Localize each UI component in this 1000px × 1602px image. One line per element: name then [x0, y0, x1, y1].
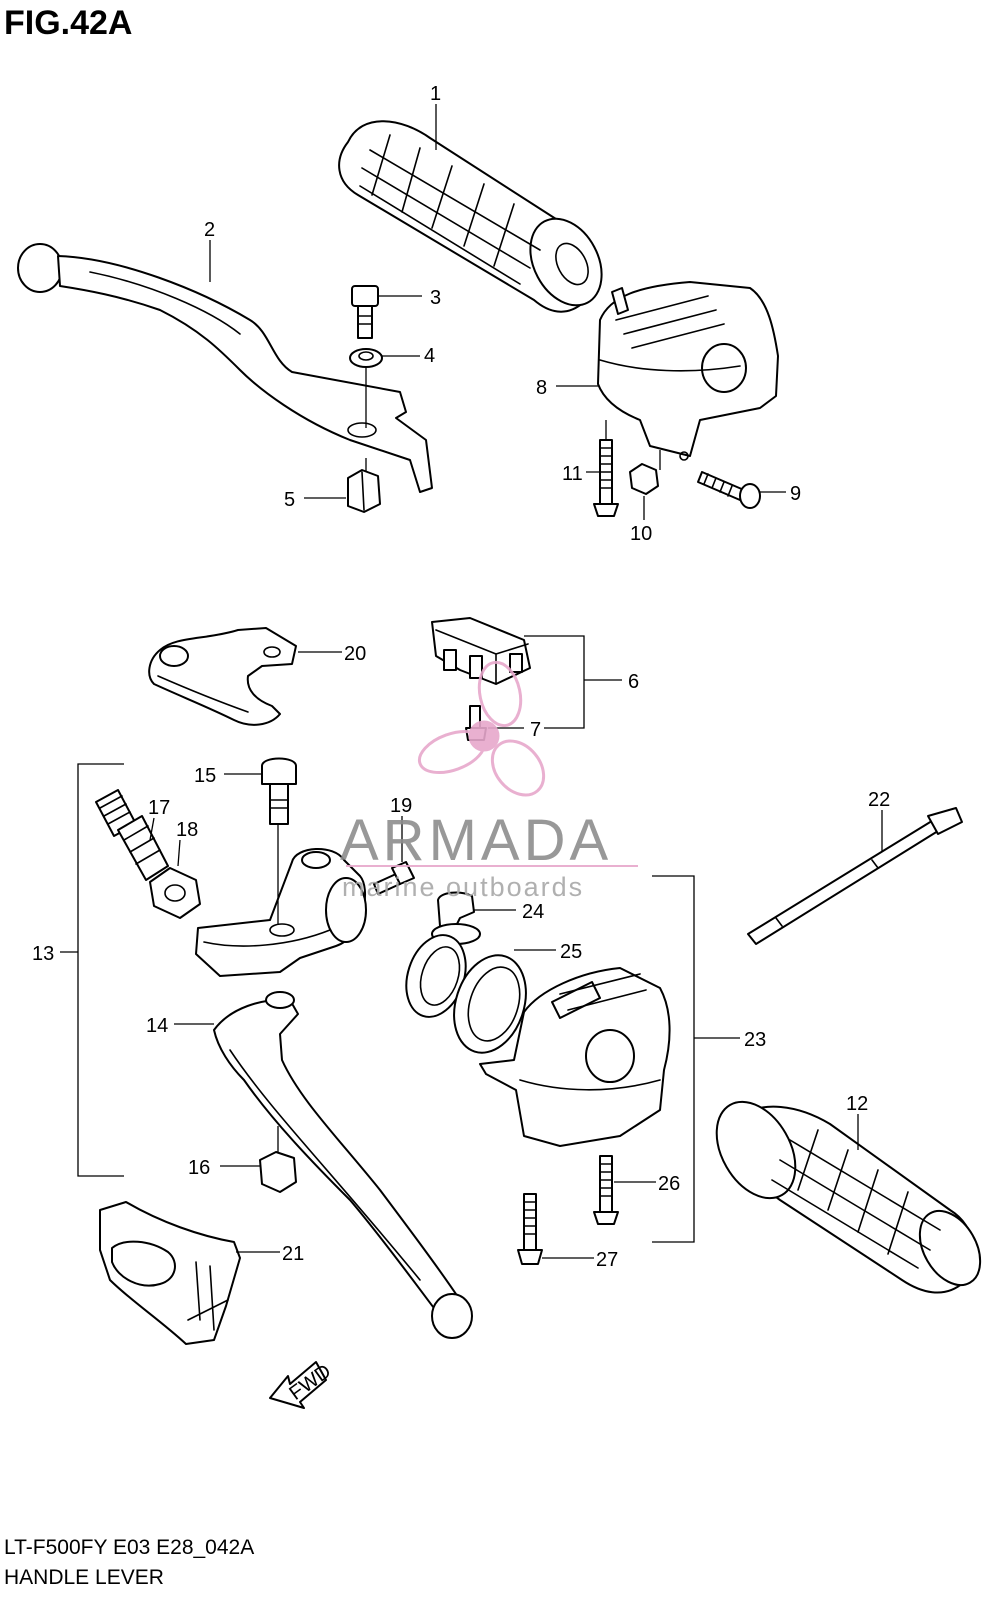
callout-16: 16 — [188, 1157, 210, 1179]
group-13-bracket — [77, 763, 124, 1177]
callout-11: 11 — [562, 463, 583, 485]
callout-23: 23 — [744, 1029, 766, 1051]
lever-bolt — [351, 285, 379, 339]
callout-3: 3 — [430, 287, 441, 309]
propeller-icon — [417, 660, 546, 797]
arrow-left-icon — [269, 1361, 327, 1409]
diagram-name: HANDLE LEVER — [4, 1566, 164, 1589]
callout-24: 24 — [522, 901, 544, 923]
callout-18: 18 — [176, 819, 198, 841]
callout-13: 13 — [32, 943, 54, 965]
callout-5: 5 — [284, 489, 295, 511]
lever-cover — [99, 1201, 241, 1345]
group-23-bracket — [652, 875, 695, 1243]
callout-27: 27 — [596, 1249, 618, 1271]
direction-arrow: FWD — [269, 1360, 335, 1409]
callout-8: 8 — [536, 377, 547, 399]
clutch-lever — [213, 991, 473, 1339]
switch-housing-upper — [597, 281, 779, 461]
cable-tie — [747, 807, 963, 945]
lever-bracket — [148, 627, 297, 726]
callout-22: 22 — [868, 789, 890, 811]
brake-lever-upper — [17, 243, 433, 493]
model-code: LT-F500FY E03 E28_042A — [4, 1536, 255, 1559]
callout-6: 6 — [628, 671, 639, 693]
clutch-lever-nut — [259, 1151, 297, 1193]
pivot-bolt — [261, 757, 297, 825]
bracket-bolt — [373, 861, 415, 895]
callout-14: 14 — [146, 1015, 168, 1037]
callout-numbers: 1 2 3 4 5 6 7 8 9 10 11 12 13 14 15 16 1… — [32, 83, 890, 1271]
callout-1: 1 — [430, 83, 441, 105]
callout-7: 7 — [530, 719, 541, 741]
callout-2: 2 — [204, 219, 215, 241]
washer — [349, 348, 383, 368]
callout-15: 15 — [194, 765, 216, 787]
watermark-brand: ARMADA — [340, 808, 612, 873]
leader-lines — [149, 104, 883, 1259]
callout-9: 9 — [790, 483, 801, 505]
housing-screw-27 — [517, 1193, 543, 1265]
watermark-tagline: marine outboards — [342, 872, 584, 902]
callout-21: 21 — [282, 1243, 304, 1265]
figure-title: FIG.42A — [4, 4, 133, 42]
grip-top — [338, 120, 603, 313]
housing-long-screw — [593, 439, 619, 517]
housing-screw — [697, 471, 761, 509]
housing-screw-26 — [593, 1155, 619, 1225]
callout-17: 17 — [148, 797, 170, 819]
callout-12: 12 — [846, 1093, 868, 1115]
housing-nut — [629, 463, 659, 495]
lock-nut — [149, 867, 201, 919]
callout-10: 10 — [630, 523, 652, 545]
watermark: ARMADA marine outboards — [340, 660, 638, 902]
callout-19: 19 — [390, 795, 412, 817]
group-6-bracket — [524, 635, 585, 729]
lever-nut — [347, 469, 381, 513]
callout-20: 20 — [344, 643, 366, 665]
callout-25: 25 — [560, 941, 582, 963]
grip-lower — [715, 1100, 982, 1294]
throttle-ring — [405, 934, 527, 1054]
clutch-bracket — [195, 847, 367, 977]
switch-housing-lower — [479, 967, 671, 1147]
cable-adjuster — [95, 789, 169, 881]
callout-4: 4 — [424, 345, 435, 367]
callout-26: 26 — [658, 1173, 680, 1195]
